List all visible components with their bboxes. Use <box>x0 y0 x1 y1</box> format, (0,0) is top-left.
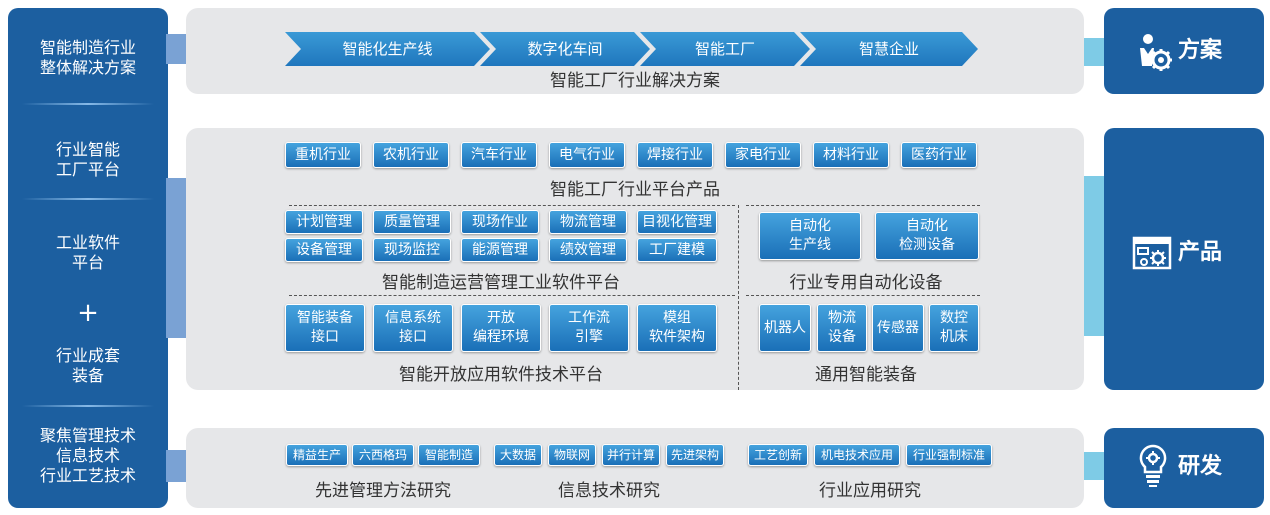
ops-tag: 质量管理 <box>373 210 451 234</box>
general-equipment-title: 通用智能装备 <box>815 365 917 385</box>
left-item-equipment: 行业成套 装备 <box>55 346 120 385</box>
open-platform-title: 智能开放应用软件技术平台 <box>399 365 603 385</box>
dashed-divider <box>746 205 980 206</box>
general-equipment-tag: 数控 机床 <box>929 304 979 352</box>
product-label: 产品 <box>1178 240 1223 265</box>
research-tag: 行业强制标准 <box>906 444 992 466</box>
ops-tag: 目视化管理 <box>637 210 717 234</box>
industry-tag: 医药行业 <box>901 142 977 168</box>
connector-right <box>1082 176 1106 336</box>
chevron-step: 智慧企业 <box>800 32 978 66</box>
left-item-platform: 行业智能 工厂平台 <box>55 140 120 179</box>
app-research-title: 行业应用研究 <box>819 481 921 501</box>
connector-right <box>1082 452 1106 480</box>
industry-tag: 焊接行业 <box>637 142 713 168</box>
chevron-step: 数字化车间 <box>480 32 650 66</box>
plus-icon: + <box>77 298 99 328</box>
auto-equipment-tag: 自动化 生产线 <box>759 212 861 260</box>
person-gear-icon <box>1140 34 1172 71</box>
connector-left <box>166 450 188 482</box>
ops-tag: 绩效管理 <box>549 238 627 262</box>
right-box-solution: 方案 <box>1104 8 1264 94</box>
left-divider <box>22 405 154 407</box>
open-platform-tag: 开放 编程环境 <box>461 304 541 352</box>
solution-panel: 智能化生产线 数字化车间 智能工厂 智慧企业 智能工厂行业解决方案 <box>186 8 1084 94</box>
ops-tag: 能源管理 <box>461 238 539 262</box>
open-platform-tag: 信息系统 接口 <box>373 304 453 352</box>
research-tag: 先进架构 <box>666 444 724 466</box>
industry-tag: 材料行业 <box>813 142 889 168</box>
general-equipment-tag: 传感器 <box>872 304 924 352</box>
chevron-step: 智能工厂 <box>640 32 810 66</box>
research-tag: 工艺创新 <box>748 444 808 466</box>
left-item-software: 工业软件 平台 <box>55 233 120 272</box>
industry-platform-title: 智能工厂行业平台产品 <box>550 180 720 200</box>
open-platform-tag: 模组 软件架构 <box>637 304 717 352</box>
research-tag: 大数据 <box>494 444 542 466</box>
industry-tag: 重机行业 <box>285 142 361 168</box>
right-box-product: 产品 <box>1104 128 1264 390</box>
industry-tag: 电气行业 <box>549 142 625 168</box>
dashed-divider <box>746 295 980 296</box>
ops-tag: 现场作业 <box>461 210 539 234</box>
connector-right <box>1082 38 1106 66</box>
auto-equipment-title: 行业专用自动化设备 <box>789 273 943 293</box>
ops-tag: 物流管理 <box>549 210 627 234</box>
chevron-step: 智能化生产线 <box>285 32 490 66</box>
research-tag: 机电技术应用 <box>814 444 900 466</box>
research-panel: 精益生产 六西格玛 智能制造 先进管理方法研究 大数据 物联网 并行计算 先进架… <box>186 428 1084 508</box>
research-tag: 物联网 <box>548 444 596 466</box>
lightbulb-gear-icon <box>1139 444 1167 487</box>
left-divider <box>22 198 154 200</box>
connector-left <box>166 34 188 64</box>
research-tag: 精益生产 <box>286 444 348 466</box>
left-item-solution: 智能制造行业 整体解决方案 <box>39 38 136 77</box>
ops-tag: 设备管理 <box>285 238 363 262</box>
solution-label: 方案 <box>1178 38 1223 63</box>
dashed-divider <box>289 295 735 296</box>
research-label: 研发 <box>1178 454 1223 479</box>
industry-tag: 家电行业 <box>725 142 801 168</box>
mgmt-research-title: 先进管理方法研究 <box>315 481 451 501</box>
research-tag: 六西格玛 <box>352 444 414 466</box>
left-item-research: 聚焦管理技术 信息技术 行业工艺技术 <box>39 426 136 485</box>
product-panel: 重机行业 农机行业 汽车行业 电气行业 焊接行业 家电行业 材料行业 医药行业 … <box>186 128 1084 390</box>
research-tag: 并行计算 <box>602 444 660 466</box>
open-platform-tag: 工作流 引擎 <box>549 304 629 352</box>
general-equipment-tag: 机器人 <box>759 304 811 352</box>
dashed-divider <box>289 205 735 206</box>
solution-title: 智能工厂行业解决方案 <box>550 71 720 91</box>
dashed-divider-vertical <box>738 205 739 390</box>
ops-tag: 计划管理 <box>285 210 363 234</box>
industry-tag: 汽车行业 <box>461 142 537 168</box>
auto-equipment-tag: 自动化 检测设备 <box>875 212 979 260</box>
connector-left <box>166 178 188 338</box>
left-divider <box>22 103 154 105</box>
industry-tag: 农机行业 <box>373 142 449 168</box>
general-equipment-tag: 物流 设备 <box>817 304 867 352</box>
right-box-research: 研发 <box>1104 428 1264 508</box>
ops-tag: 工厂建模 <box>637 238 717 262</box>
open-platform-tag: 智能装备 接口 <box>285 304 365 352</box>
window-gear-icon <box>1132 236 1172 270</box>
ops-platform-title: 智能制造运营管理工业软件平台 <box>382 273 620 293</box>
ops-tag: 现场监控 <box>373 238 451 262</box>
it-research-title: 信息技术研究 <box>558 481 660 501</box>
left-column: 智能制造行业 整体解决方案 行业智能 工厂平台 工业软件 平台 + 行业成套 装… <box>8 8 168 508</box>
research-tag: 智能制造 <box>418 444 480 466</box>
